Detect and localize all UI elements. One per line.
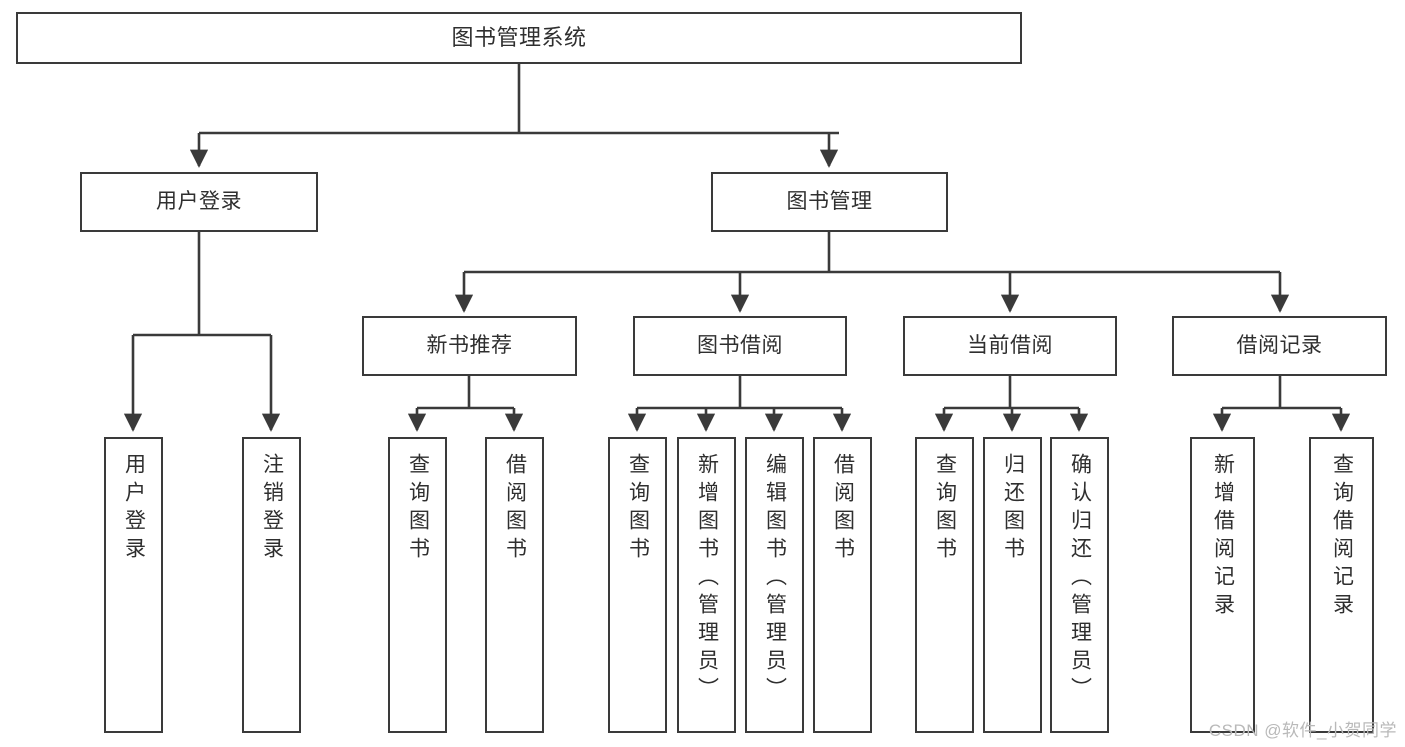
node-label: 查询借阅记录: [1330, 453, 1354, 621]
leaf-current-borrow-return[interactable]: 归还图书: [983, 437, 1042, 733]
leaf-book-borrow-edit[interactable]: 编辑图书（管理员）: [745, 437, 804, 733]
node-label: 借阅图书: [831, 453, 855, 565]
node-label: 查询图书: [626, 453, 650, 565]
node-label: 查询图书: [406, 453, 430, 565]
node-label: 归还图书: [1001, 453, 1025, 565]
leaf-new-book-borrow[interactable]: 借阅图书: [485, 437, 544, 733]
node-user-login[interactable]: 用户登录: [80, 172, 318, 232]
leaf-borrow-record-query[interactable]: 查询借阅记录: [1309, 437, 1374, 733]
node-borrow-record[interactable]: 借阅记录: [1172, 316, 1387, 376]
node-book-borrow[interactable]: 图书借阅: [633, 316, 847, 376]
leaf-current-borrow-query[interactable]: 查询图书: [915, 437, 974, 733]
node-label: 新书推荐: [426, 333, 513, 357]
node-label: 图书管理: [786, 189, 873, 213]
node-label: 确认归还（管理员）: [1068, 453, 1092, 705]
node-label: 用户登录: [122, 453, 146, 565]
leaf-book-borrow-query[interactable]: 查询图书: [608, 437, 667, 733]
node-current-borrow[interactable]: 当前借阅: [903, 316, 1117, 376]
leaf-borrow-record-add[interactable]: 新增借阅记录: [1190, 437, 1255, 733]
node-label: 注销登录: [260, 453, 284, 565]
leaf-user-login-login[interactable]: 用户登录: [104, 437, 163, 733]
node-label: 图书借阅: [697, 333, 783, 357]
node-label: 新增借阅记录: [1211, 453, 1235, 621]
node-label: 新增图书（管理员）: [695, 453, 719, 705]
node-label: 查询图书: [933, 453, 957, 565]
node-label: 编辑图书（管理员）: [763, 453, 787, 705]
node-label: 借阅记录: [1236, 333, 1323, 357]
node-label: 当前借阅: [967, 333, 1053, 357]
csdn-watermark: CSDN @软件_小贺同学: [1208, 721, 1397, 740]
node-book-management[interactable]: 图书管理: [711, 172, 948, 232]
node-label: 借阅图书: [503, 453, 527, 565]
node-root-system[interactable]: 图书管理系统: [16, 12, 1022, 64]
node-new-book-recommend[interactable]: 新书推荐: [362, 316, 577, 376]
leaf-book-borrow-borrow[interactable]: 借阅图书: [813, 437, 872, 733]
node-label: 图书管理系统: [451, 25, 587, 51]
leaf-current-borrow-confirm-return[interactable]: 确认归还（管理员）: [1050, 437, 1109, 733]
leaf-new-book-query[interactable]: 查询图书: [388, 437, 447, 733]
node-label: 用户登录: [156, 189, 242, 213]
leaf-book-borrow-add[interactable]: 新增图书（管理员）: [677, 437, 736, 733]
leaf-user-login-logout[interactable]: 注销登录: [242, 437, 301, 733]
